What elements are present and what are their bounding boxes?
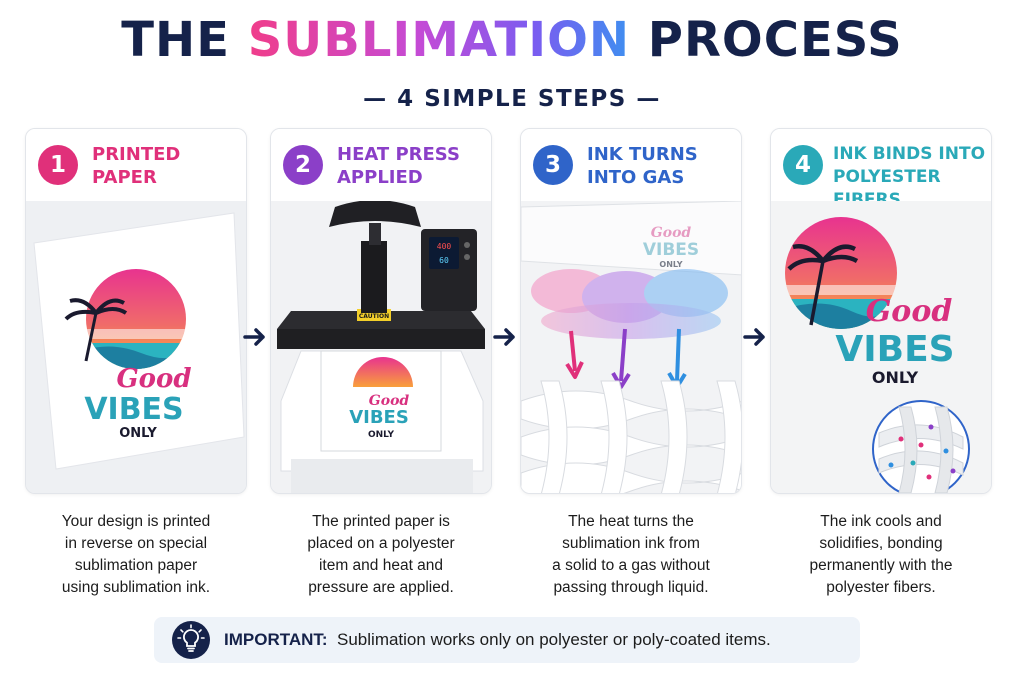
step-card-header: 3 INK TURNS INTO GAS xyxy=(521,129,741,201)
arrow-down-icon xyxy=(675,328,681,382)
time-display: 60 xyxy=(439,256,449,265)
step-number-badge: 2 xyxy=(283,145,323,185)
arrow-right-icon xyxy=(743,326,767,348)
caution-label-text: CAUTION xyxy=(359,313,389,320)
bonded-fabric-illustration: Good VIBES ONLY xyxy=(771,201,991,493)
design-word-good: Good xyxy=(369,393,410,409)
description-line: The printed paper is xyxy=(312,513,450,530)
good-vibes-design: Good VIBES ONLY xyxy=(64,269,192,441)
description-line: solidifies, bonding xyxy=(819,535,943,552)
press-plate xyxy=(277,329,485,349)
description-line: a solid to a gas without xyxy=(552,557,710,574)
step-title: INK TURNS INTO GAS xyxy=(587,143,737,189)
step-number-badge: 1 xyxy=(38,145,78,185)
page-title: THE SUBLIMATION PROCESS xyxy=(0,12,1024,68)
step-number-badge: 4 xyxy=(783,145,823,185)
arrow-down-icon xyxy=(569,330,577,372)
step-card-header: 1 PRINTED PAPER xyxy=(26,129,246,201)
printed-paper-illustration: Good VIBES ONLY xyxy=(26,201,246,493)
temperature-display: 400 xyxy=(437,242,452,251)
description-line: in reverse on special xyxy=(64,535,208,552)
step-card-3: 3 INK TURNS INTO GAS Good VIBES ONLY xyxy=(520,128,742,494)
arrow-down-icon xyxy=(619,328,627,382)
ink-vapor xyxy=(531,269,728,339)
description-line: The heat turns the xyxy=(568,513,694,530)
press-handle xyxy=(329,201,421,227)
step-description-3: The heat turns the sublimation ink from … xyxy=(516,511,746,599)
description-line: using sublimation ink. xyxy=(61,579,211,596)
design-word-only: ONLY xyxy=(368,430,395,440)
design-word-only: ONLY xyxy=(119,426,157,441)
description-line: sublimation paper xyxy=(74,557,198,574)
step-card-header: 2 HEAT PRESS APPLIED xyxy=(271,129,491,201)
step-title: HEAT PRESS APPLIED xyxy=(337,143,487,189)
step-card-2: 2 HEAT PRESS APPLIED Good VIBES ONLY CAU… xyxy=(270,128,492,494)
description-line: sublimation ink from xyxy=(562,535,700,552)
title-prefix: THE xyxy=(121,12,230,68)
design-word-vibes: VIBES xyxy=(835,329,954,370)
step-description-2: The printed paper is placed on a polyest… xyxy=(266,511,496,599)
step-title-line: PRINTED xyxy=(92,144,181,165)
design-word-only: ONLY xyxy=(872,368,919,387)
banner-text: IMPORTANT: Sublimation works only on pol… xyxy=(224,630,771,650)
description-line: The ink cools and xyxy=(820,513,942,530)
step-card-1: 1 PRINTED PAPER Good VIBES ONLY xyxy=(25,128,247,494)
step-title: PRINTED PAPER xyxy=(92,143,242,189)
step-title-line: INK TURNS xyxy=(587,144,698,165)
title-highlight: SUBLIMATION xyxy=(247,12,631,68)
description-line: permanently with the xyxy=(809,557,953,574)
design-word-good: Good xyxy=(651,225,692,241)
step-description-1: Your design is printed in reverse on spe… xyxy=(21,511,251,599)
design-word-only: ONLY xyxy=(659,260,682,269)
polyester-fibers xyxy=(521,380,741,493)
design-word-vibes: VIBES xyxy=(349,407,409,428)
description-line: Your design is printed xyxy=(61,513,211,530)
fiber-magnifier xyxy=(872,400,970,493)
step-number-badge: 3 xyxy=(533,145,573,185)
arrow-right-icon xyxy=(493,326,517,348)
good-vibes-design: Good VIBES ONLY xyxy=(785,217,955,387)
design-word-vibes: VIBES xyxy=(643,240,699,260)
description-line: pressure are applied. xyxy=(308,579,454,596)
step-card-4: 4 INK BINDS INTO POLYESTER FIBERS Good V… xyxy=(770,128,992,494)
description-line: item and heat and xyxy=(318,557,444,574)
step-card-header: 4 INK BINDS INTO POLYESTER FIBERS xyxy=(771,129,991,210)
description-line: passing through liquid. xyxy=(553,579,709,596)
step-title-line: INK BINDS INTO xyxy=(833,144,986,164)
design-word-vibes: VIBES xyxy=(84,392,183,427)
step-title-line: HEAT PRESS xyxy=(337,144,460,165)
arrow-right-icon xyxy=(243,326,267,348)
step-title-line: PAPER xyxy=(92,167,157,188)
title-suffix: PROCESS xyxy=(647,12,903,68)
banner-label: IMPORTANT: xyxy=(224,630,328,649)
step-title-line: APPLIED xyxy=(337,167,423,188)
ink-gas-illustration: Good VIBES ONLY xyxy=(521,201,741,493)
step-title-line: INTO GAS xyxy=(587,167,685,188)
banner-message: Sublimation works only on polyester or p… xyxy=(337,630,771,649)
step-description-4: The ink cools and solidifies, bonding pe… xyxy=(766,511,996,599)
lightbulb-icon xyxy=(172,621,210,659)
design-word-good: Good xyxy=(116,364,191,394)
description-line: placed on a polyester xyxy=(307,535,455,552)
description-line: polyester fibers. xyxy=(826,579,936,596)
heat-press-illustration: Good VIBES ONLY CAUTION 400 60 xyxy=(271,201,491,493)
page-subtitle: — 4 SIMPLE STEPS — xyxy=(363,86,661,112)
design-word-good: Good xyxy=(866,294,953,329)
important-banner: IMPORTANT: Sublimation works only on pol… xyxy=(154,617,860,663)
